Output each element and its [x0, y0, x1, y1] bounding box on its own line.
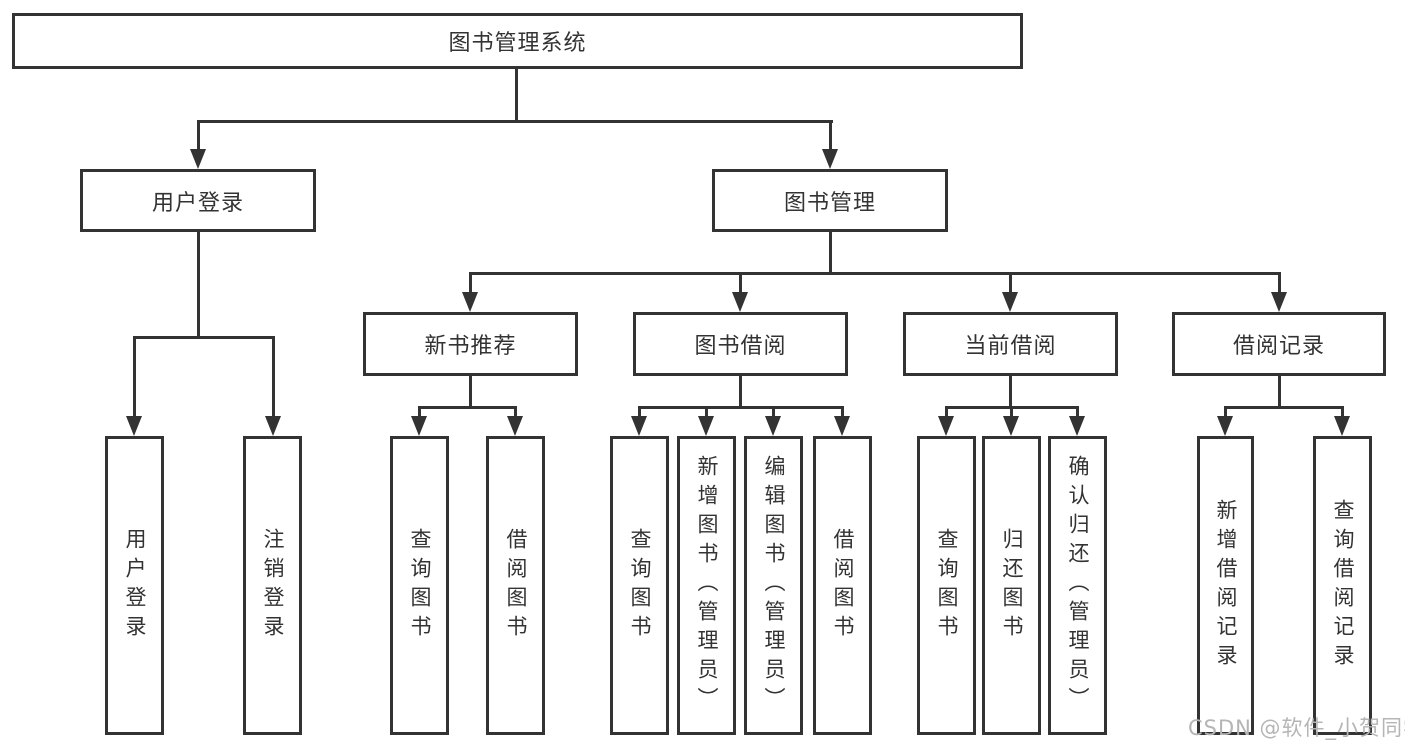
leaf-borrow-add-book-admin-label: 新增图书（管理员）: [695, 455, 719, 716]
csdn-watermark: CSDN @软件_小贺同学: [1188, 716, 1405, 740]
connector-drop-leaf: [418, 406, 421, 418]
arrow-down-icon: [698, 416, 714, 436]
connector-drop-current: [1009, 272, 1012, 294]
leaf-user-login-label: 用户登录: [123, 527, 147, 644]
connector-mgmt-stem: [829, 232, 832, 272]
leaf-recommend-borrow-book-label: 借阅图书: [504, 527, 528, 644]
connector-current-stem: [1009, 376, 1012, 406]
connector-drop-leaf: [1224, 406, 1227, 418]
leaf-current-return-book: 归还图书: [982, 436, 1041, 735]
arrow-down-icon: [1217, 416, 1233, 436]
leaf-current-confirm-return-admin-label: 确认归还（管理员）: [1066, 455, 1090, 716]
node-new-book-recommend: 新书推荐: [363, 312, 578, 376]
leaf-record-query-record-label: 查询借阅记录: [1331, 498, 1355, 673]
connector-drop-borrow: [739, 272, 742, 294]
connector-root-rail: [197, 120, 833, 123]
arrow-down-icon: [411, 416, 427, 436]
connector-drop-leaf: [272, 336, 275, 418]
leaf-record-add-record-label: 新增借阅记录: [1214, 498, 1238, 673]
leaf-recommend-query-book: 查询图书: [390, 436, 449, 735]
arrow-down-icon: [1334, 416, 1350, 436]
connector-borrow-rail: [638, 406, 844, 409]
connector-drop-leaf: [841, 406, 844, 418]
connector-root-stem: [515, 69, 518, 120]
connector-record-stem: [1278, 376, 1281, 406]
arrow-down-icon: [126, 416, 142, 436]
connector-drop-book-management: [829, 120, 832, 151]
leaf-current-query-book: 查询图书: [917, 436, 976, 735]
connector-drop-leaf: [772, 406, 775, 418]
arrow-down-icon: [1271, 292, 1287, 312]
leaf-current-query-book-label: 查询图书: [935, 527, 959, 644]
arrow-down-icon: [1069, 416, 1085, 436]
arrow-down-icon: [631, 416, 647, 436]
leaf-borrow-query-book-label: 查询图书: [628, 527, 652, 644]
leaf-user-login: 用户登录: [105, 436, 164, 735]
connector-drop-leaf: [705, 406, 708, 418]
node-book-management: 图书管理: [712, 169, 948, 232]
connector-login-stem: [197, 232, 200, 336]
connector-recommend-stem: [469, 376, 472, 406]
connector-drop-leaf: [514, 406, 517, 418]
leaf-current-confirm-return-admin: 确认归还（管理员）: [1048, 436, 1107, 735]
connector-drop-record: [1278, 272, 1281, 294]
leaf-record-query-record: 查询借阅记录: [1313, 436, 1372, 735]
arrow-down-icon: [938, 416, 954, 436]
arrow-down-icon: [1002, 292, 1018, 312]
leaf-borrow-edit-book-admin-label: 编辑图书（管理员）: [762, 455, 786, 716]
connector-drop-leaf: [945, 406, 948, 418]
arrow-down-icon: [190, 149, 206, 169]
arrow-down-icon: [1003, 416, 1019, 436]
leaf-logout: 注销登录: [243, 436, 302, 735]
connector-drop-leaf: [1076, 406, 1079, 418]
connector-drop-user-login: [197, 120, 200, 151]
connector-drop-leaf: [133, 336, 136, 418]
arrow-down-icon: [822, 149, 838, 169]
leaf-recommend-borrow-book: 借阅图书: [486, 436, 545, 735]
connector-drop-leaf: [1010, 406, 1013, 418]
connector-record-rail: [1224, 406, 1344, 409]
leaf-record-add-record: 新增借阅记录: [1197, 436, 1254, 735]
node-root: 图书管理系统: [12, 13, 1023, 69]
arrow-down-icon: [507, 416, 523, 436]
arrow-down-icon: [765, 416, 781, 436]
leaf-recommend-query-book-label: 查询图书: [408, 527, 432, 644]
leaf-borrow-borrow-book: 借阅图书: [813, 436, 872, 735]
connector-login-rail: [133, 336, 275, 339]
leaf-logout-label: 注销登录: [261, 527, 285, 644]
arrow-down-icon: [732, 292, 748, 312]
arrow-down-icon: [462, 292, 478, 312]
leaf-borrow-add-book-admin: 新增图书（管理员）: [677, 436, 736, 735]
leaf-borrow-borrow-book-label: 借阅图书: [831, 527, 855, 644]
connector-recommend-rail: [418, 406, 517, 409]
leaf-current-return-book-label: 归还图书: [1000, 527, 1024, 644]
arrow-down-icon: [834, 416, 850, 436]
arrow-down-icon: [265, 416, 281, 436]
connector-borrow-stem: [739, 376, 742, 406]
node-borrow-record: 借阅记录: [1172, 312, 1386, 376]
connector-drop-leaf: [1341, 406, 1344, 418]
connector-drop-leaf: [638, 406, 641, 418]
node-user-login: 用户登录: [80, 169, 316, 232]
connector-mgmt-rail: [469, 272, 1281, 275]
node-book-borrow: 图书借阅: [633, 312, 848, 376]
leaf-borrow-edit-book-admin: 编辑图书（管理员）: [744, 436, 803, 735]
leaf-borrow-query-book: 查询图书: [610, 436, 669, 735]
connector-drop-recommend: [469, 272, 472, 294]
node-current-borrow: 当前借阅: [903, 312, 1118, 376]
